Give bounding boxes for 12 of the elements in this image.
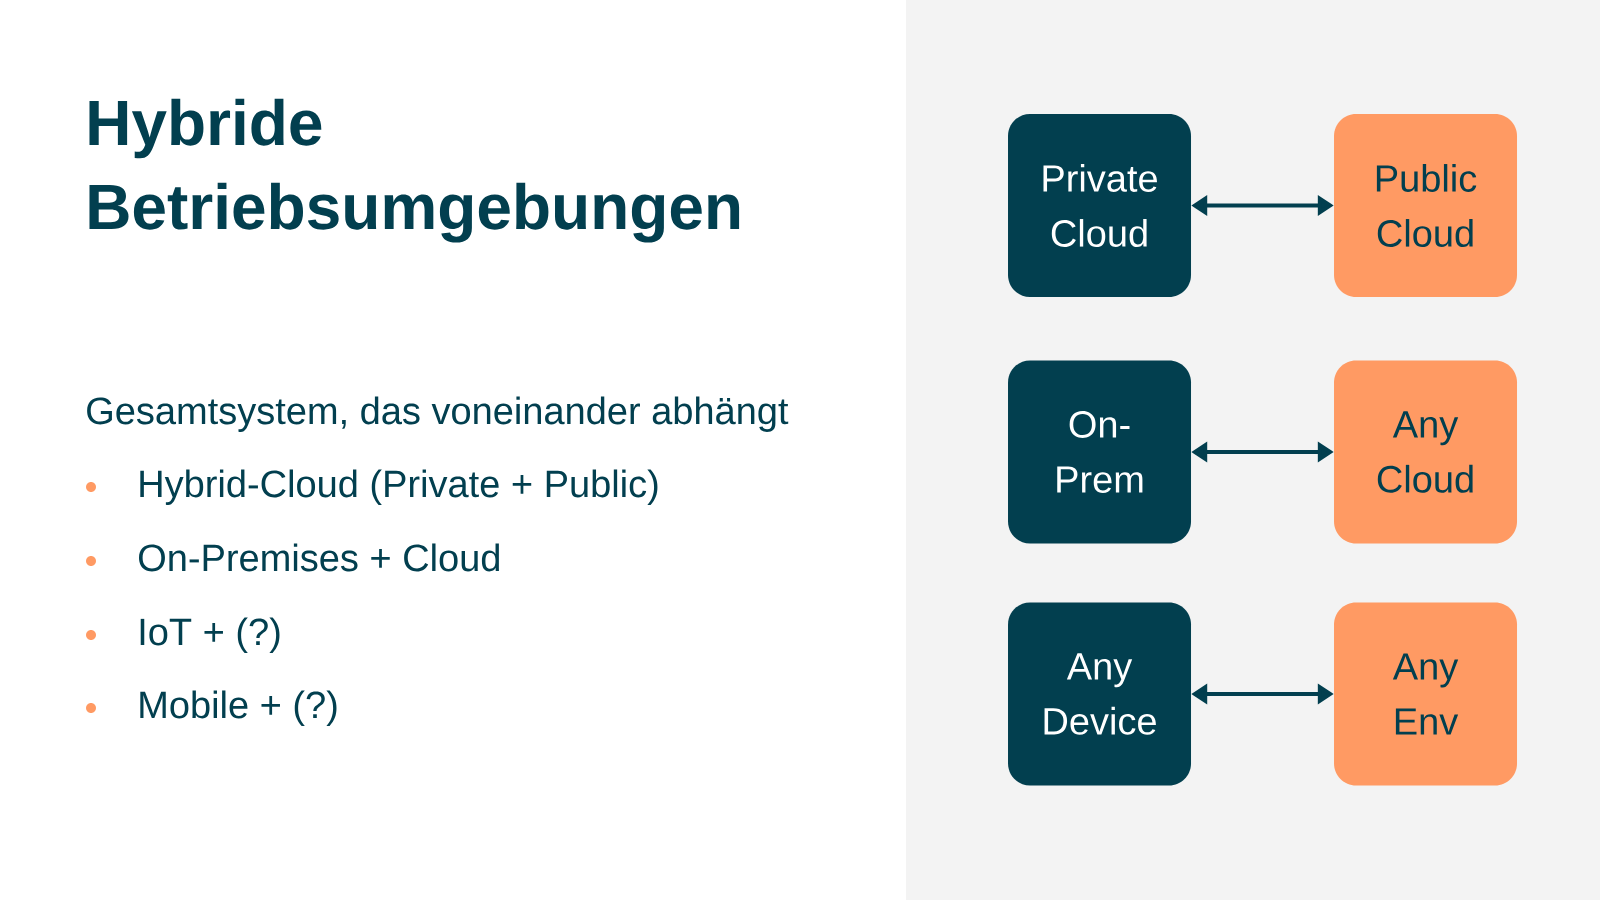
slide-title: Hybride Betriebsumgebungen: [89, 98, 740, 243]
bullet-item: Mobile + (?): [140, 690, 337, 726]
lead-text: Gesamtsystem, das voneinander abhängt: [87, 396, 789, 432]
rounded-box: Any Device: [1008, 602, 1191, 786]
rounded-box: Public Cloud: [1334, 114, 1517, 297]
bullet-item: IoT + (?): [140, 617, 280, 653]
rounded-box: Any Cloud: [1334, 360, 1517, 544]
bullet-item: Hybrid-Cloud (Private + Public): [140, 469, 658, 505]
rounded-box: On-Prem: [1008, 360, 1191, 544]
bullet-item: On-Premises + Cloud: [139, 543, 499, 572]
rounded-box: Any Env: [1334, 602, 1517, 786]
rounded-box: Private Cloud: [1008, 114, 1191, 297]
